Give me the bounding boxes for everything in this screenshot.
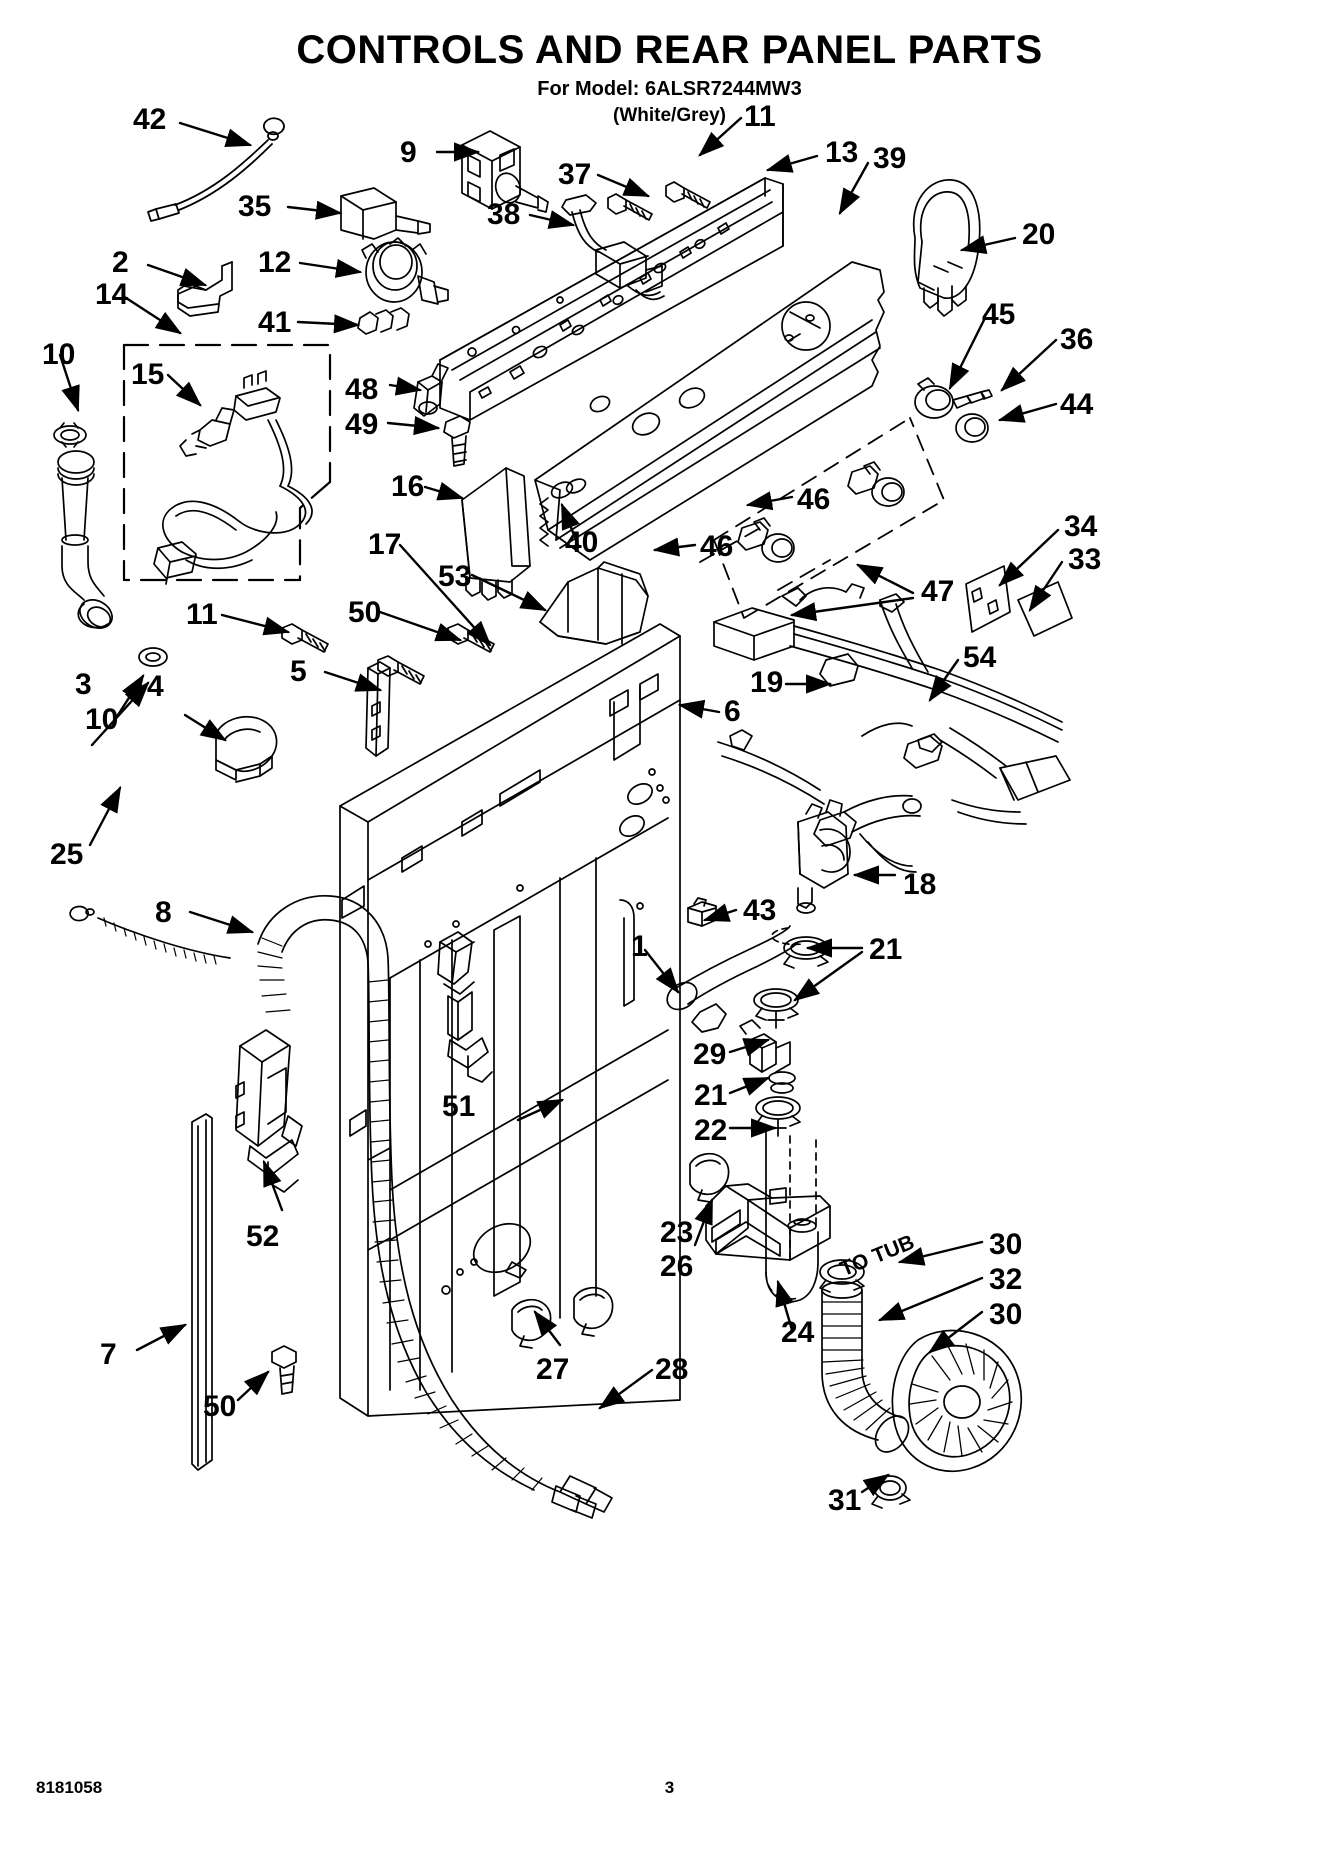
callout-11-top: 11 (744, 100, 776, 133)
callout-54: 54 (963, 641, 997, 674)
callout-46-b: 46 (700, 530, 734, 563)
callout-16: 16 (391, 470, 425, 503)
callout-10-b: 10 (85, 703, 119, 736)
callout-28: 28 (655, 1353, 689, 1386)
callout-21-b: 21 (694, 1079, 728, 1112)
callout-40: 40 (565, 526, 599, 559)
footer-page-number: 3 (664, 1778, 675, 1797)
callout-17: 17 (368, 528, 402, 561)
model-line: For Model: 6ALSR7244MW3 (537, 78, 802, 100)
callout-49: 49 (345, 408, 379, 441)
callout-24: 24 (781, 1316, 815, 1349)
callout-18: 18 (903, 868, 937, 901)
callout-30-b: 30 (989, 1298, 1023, 1331)
callout-50-a: 50 (348, 596, 382, 629)
callout-53: 53 (438, 560, 472, 593)
callout-43: 43 (743, 894, 777, 927)
callout-48: 48 (345, 373, 379, 406)
callout-26: 26 (660, 1250, 694, 1283)
callout-8: 8 (155, 896, 172, 929)
callout-23: 23 (660, 1216, 694, 1249)
color-variant: (White/Grey) (613, 105, 726, 126)
callout-51: 51 (442, 1090, 476, 1123)
callout-41: 41 (258, 306, 292, 339)
callout-38: 38 (487, 198, 521, 231)
callout-12: 12 (258, 246, 292, 279)
callout-52: 52 (246, 1220, 280, 1253)
callout-20: 20 (1022, 218, 1056, 251)
callout-32: 32 (989, 1263, 1023, 1296)
callout-2: 2 (112, 246, 129, 279)
callout-36: 36 (1060, 323, 1094, 356)
callout-29: 29 (693, 1038, 727, 1071)
callout-21-a: 21 (869, 933, 903, 966)
callout-39: 39 (873, 142, 907, 175)
callout-13: 13 (825, 136, 859, 169)
callout-19: 19 (750, 666, 784, 699)
callout-46-a: 46 (797, 483, 831, 516)
callout-7: 7 (100, 1338, 117, 1371)
callout-15: 15 (131, 358, 165, 391)
callout-34: 34 (1064, 510, 1098, 543)
callout-4: 4 (147, 670, 164, 703)
callout-10-a: 10 (42, 338, 76, 371)
callout-45: 45 (982, 298, 1016, 331)
callout-42: 42 (133, 103, 167, 136)
callout-27: 27 (536, 1353, 570, 1386)
callout-47: 47 (921, 575, 955, 608)
callout-1: 1 (631, 930, 648, 963)
callout-35: 35 (238, 190, 272, 223)
page-title: CONTROLS AND REAR PANEL PARTS (296, 28, 1043, 72)
callout-5: 5 (290, 655, 307, 688)
footer-part-number: 8181058 (36, 1778, 103, 1797)
callout-50-b: 50 (203, 1390, 237, 1423)
callout-9: 9 (400, 136, 417, 169)
callout-44: 44 (1060, 388, 1094, 421)
callout-22: 22 (694, 1114, 728, 1147)
callout-25: 25 (50, 838, 84, 871)
callout-3: 3 (75, 668, 92, 701)
callout-14: 14 (95, 278, 129, 311)
callout-31: 31 (828, 1484, 862, 1517)
callout-30-a: 30 (989, 1228, 1023, 1261)
callout-11-b: 11 (186, 598, 218, 631)
callout-33: 33 (1068, 543, 1102, 576)
callout-37: 37 (558, 158, 592, 191)
callout-6: 6 (724, 695, 741, 728)
